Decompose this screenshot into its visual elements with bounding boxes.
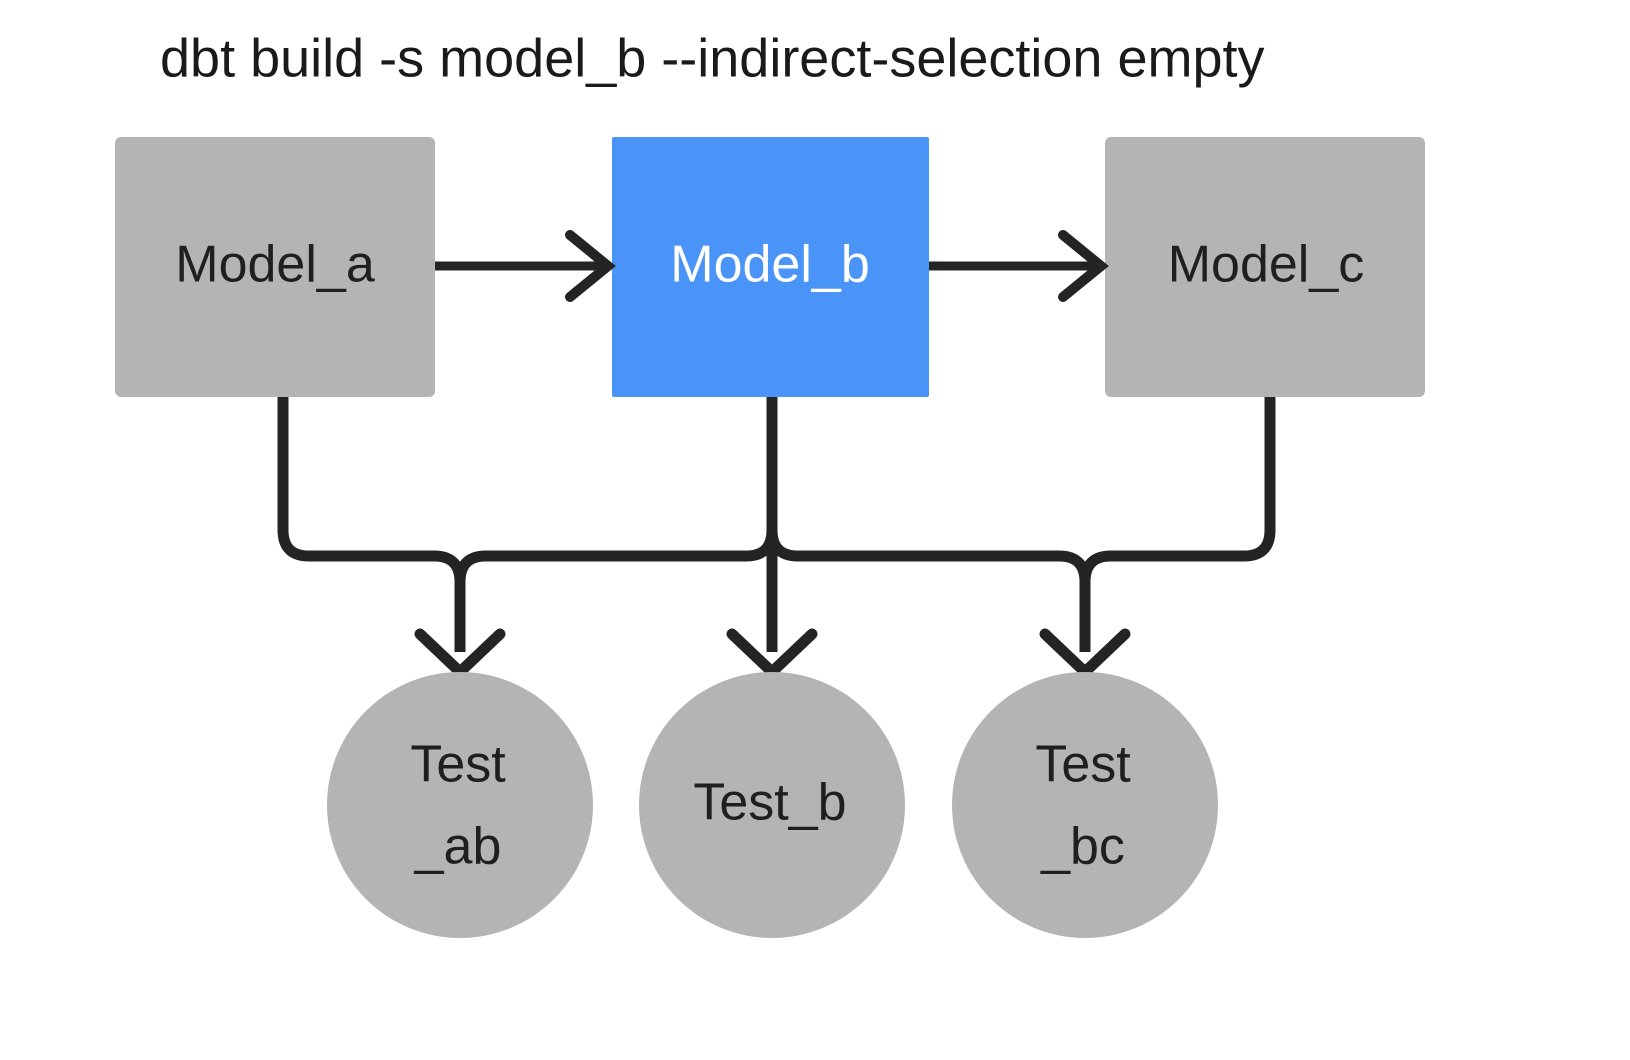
- node-test-ab-label-line2: _ab: [414, 818, 502, 876]
- edge-model-a-to-test-ab: [277, 397, 466, 652]
- edge-model-b-to-test-ab: [454, 397, 778, 652]
- node-model-c-label: Model_c: [1168, 236, 1365, 294]
- node-model-c[interactable]: [1105, 137, 1425, 397]
- node-test-bc[interactable]: [952, 672, 1218, 938]
- node-test-bc-label-line2: _bc: [1040, 818, 1125, 876]
- node-test-ab-label-line1: Test: [410, 736, 506, 794]
- node-model-a-label: Model_a: [175, 236, 375, 294]
- arrowhead-model-b-icon: [565, 230, 616, 302]
- node-test-ab[interactable]: [327, 672, 593, 938]
- arrowhead-model-c-icon: [1058, 230, 1109, 302]
- node-test-bc-label-line1: Test: [1035, 736, 1131, 794]
- edge-model-c-to-test-bc: [1079, 397, 1276, 652]
- page-title: dbt build -s model_b --indirect-selectio…: [160, 28, 1265, 88]
- node-test-b[interactable]: [639, 672, 905, 938]
- node-model-b-label: Model_b: [670, 236, 869, 294]
- node-model-a[interactable]: [115, 137, 435, 397]
- node-test-b-label-line1: Test_b: [693, 774, 846, 832]
- edge-model-b-to-test-bc: [766, 397, 1091, 652]
- node-model-b[interactable]: [612, 137, 929, 397]
